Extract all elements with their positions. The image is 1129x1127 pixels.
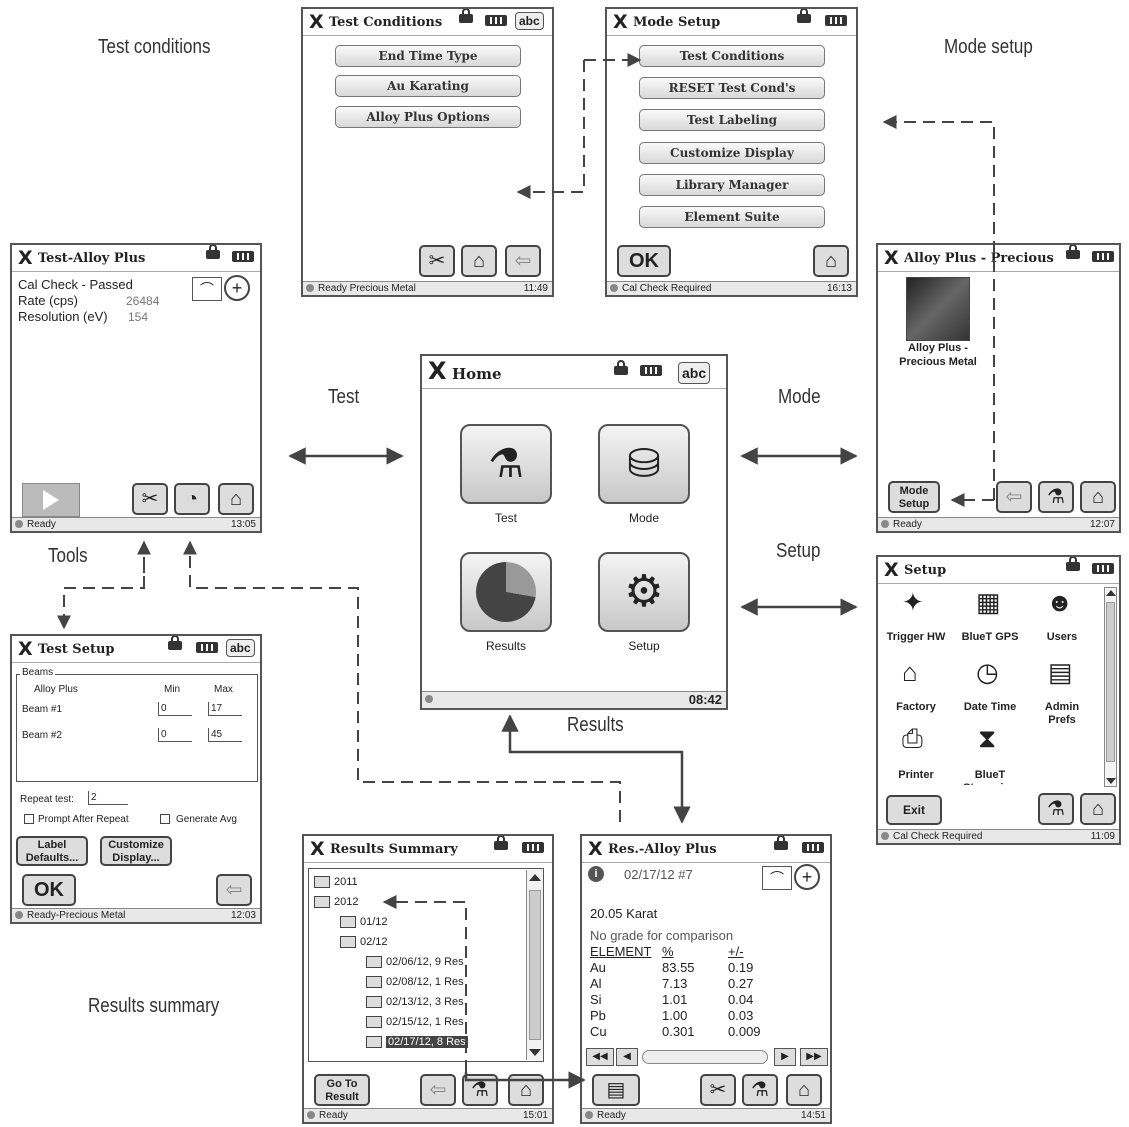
arrow-mode-setup-to-test-conditions [518,60,584,192]
arrow-results-summary-selection [384,902,466,1072]
arrow-home-results [510,716,682,822]
arrow-results-to-tools [190,542,620,822]
arrow-tools-to-test-setup [64,542,144,628]
arrow-mode-to-mode-setup [884,122,994,500]
arrow-results-summary-to-result [466,1072,584,1080]
